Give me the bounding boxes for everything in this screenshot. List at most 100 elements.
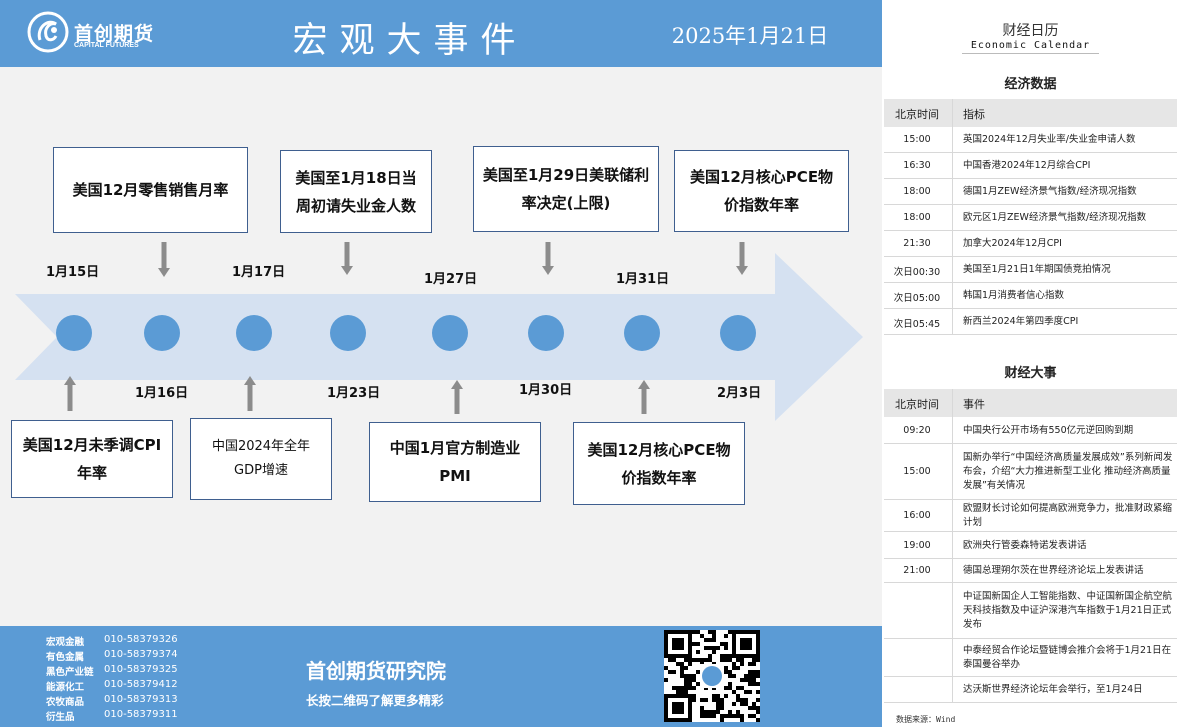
contact-phone: 010-58379326	[104, 634, 178, 645]
contact-label: 宏观金融	[46, 637, 85, 648]
column-divider	[952, 389, 953, 703]
event-box: 美国12月核心PCE物价指数年率	[573, 422, 745, 505]
contact-label: 农牧商品	[46, 697, 85, 708]
row-item: 中国央行公开市场有550亿元逆回购到期	[963, 424, 1134, 436]
timeline-date-label: 1月31日	[616, 272, 670, 287]
table-row: 中泰经贸合作论坛暨链博会推介会将于1月21日在泰国曼谷举办	[884, 639, 1177, 677]
row-item: 欧盟财长讨论如何提高欧洲竞争力，批准财政紧缩计划	[963, 503, 1173, 528]
timeline-date-label: 1月30日	[519, 383, 573, 398]
report-date: 2025年1月21日	[671, 24, 829, 48]
table-header: 北京时间 指标	[884, 99, 1177, 127]
row-time: 09:20	[903, 424, 931, 436]
institute-name: 首创期货研究院	[306, 659, 446, 683]
contact-item: 农牧商品 010-58379313	[46, 694, 178, 708]
contact-label: 衍生品	[46, 712, 75, 723]
row-item: 达沃斯世界经济论坛年会举行，至1月24日	[963, 684, 1143, 695]
timeline-date-label: 1月15日	[46, 265, 100, 280]
down-arrow-icon	[542, 242, 554, 275]
timeline-date-label: 1月27日	[424, 272, 478, 287]
up-arrow-icon	[638, 380, 650, 414]
event-box: 中国2024年全年GDP增速	[190, 418, 332, 500]
qr-caption: 长按二维码了解更多精彩	[306, 693, 444, 708]
logo-text-cn: 首创期货	[74, 23, 155, 45]
header-bar: 首创期货 CAPITAL FUTURES 宏观大事件 2025年1月21日	[0, 0, 882, 67]
contact-item: 衍生品 010-58379311	[46, 709, 178, 723]
row-time: 15:00	[903, 134, 931, 145]
contact-phone: 010-58379311	[104, 709, 178, 720]
row-item: 新西兰2024年第四季度CPI	[963, 316, 1079, 327]
table-row: 19:00 欧洲央行管委森特诺发表讲话	[884, 532, 1177, 559]
timeline-date-label: 2月3日	[717, 386, 762, 401]
left-panel: 首创期货 CAPITAL FUTURES 宏观大事件 2025年1月21日 1月…	[0, 0, 882, 727]
row-time: 19:00	[903, 539, 931, 551]
table-row: 09:20 中国央行公开市场有550亿元逆回购到期	[884, 417, 1177, 444]
row-item: 英国2024年12月失业率/失业金申请人数	[963, 134, 1136, 145]
event-box: 中国1月官方制造业PMI	[369, 422, 541, 502]
contact-phone: 010-58379313	[104, 694, 178, 705]
col-item-header: 事件	[963, 398, 985, 411]
table-row: 达沃斯世界经济论坛年会举行，至1月24日	[884, 677, 1177, 703]
row-time: 16:00	[903, 510, 931, 521]
contact-phone: 010-58379374	[104, 649, 178, 660]
timeline-date-label: 1月16日	[135, 386, 189, 401]
row-time: 次日05:45	[893, 319, 941, 330]
logo-text-en: CAPITAL FUTURES	[74, 42, 139, 49]
timeline-dot	[330, 315, 366, 351]
row-time: 次日00:30	[893, 267, 941, 278]
data-source: 数据来源：Wind	[896, 715, 956, 724]
row-item: 欧元区1月ZEW经济景气指数/经济现况指数	[963, 212, 1147, 223]
logo-icon	[27, 11, 69, 53]
contact-item: 有色金属 010-58379374	[46, 649, 178, 663]
row-item: 加拿大2024年12月CPI	[963, 238, 1062, 249]
table-row: 中证国新国企人工智能指数、中证国新国企航空航天科技指数及中证沪深港汽车指数于1月…	[884, 583, 1177, 639]
qr-code-icon[interactable]	[664, 630, 760, 722]
row-time: 15:00	[903, 466, 931, 477]
timeline-graphic	[15, 242, 863, 421]
col-item-header: 指标	[963, 108, 985, 121]
table-row: 16:00 欧盟财长讨论如何提高欧洲竞争力，批准财政紧缩计划	[884, 500, 1177, 532]
calendar-subtitle: Economic Calendar	[962, 40, 1099, 54]
timeline-date-label: 1月17日	[232, 265, 286, 280]
event-box: 美国12月零售销售月率	[53, 147, 248, 233]
column-divider	[952, 99, 953, 335]
table-row: 次日05:45 新西兰2024年第四季度CPI	[884, 309, 1177, 335]
timeline-dot	[528, 315, 564, 351]
timeline-dot	[56, 315, 92, 351]
economic-calendar-panel: 财经日历 Economic Calendar 经济数据 北京时间 指标 15:0…	[882, 0, 1179, 727]
contact-label: 黑色产业链	[46, 667, 94, 678]
events-section-title: 财经大事	[1004, 366, 1057, 381]
row-time: 21:00	[903, 565, 931, 576]
calendar-title: 财经日历	[1002, 23, 1059, 39]
timeline-dot	[624, 315, 660, 351]
timeline-dot	[720, 315, 756, 351]
row-item: 中国香港2024年12月综合CPI	[963, 160, 1091, 171]
contact-label: 有色金属	[46, 652, 85, 663]
event-box: 美国至1月29日美联储利率决定(上限)	[473, 146, 659, 232]
page-title: 宏观大事件	[292, 21, 528, 61]
row-item: 欧洲央行管委森特诺发表讲话	[963, 539, 1087, 551]
up-arrow-icon	[244, 376, 256, 411]
down-arrow-icon	[736, 242, 748, 275]
timeline-dot	[432, 315, 468, 351]
event-box: 美国12月核心PCE物价指数年率	[674, 150, 849, 232]
row-time: 18:00	[903, 212, 931, 223]
row-time: 21:30	[903, 238, 931, 249]
table-row: 15:00 英国2024年12月失业率/失业金申请人数	[884, 127, 1177, 153]
timeline-dot	[144, 315, 180, 351]
timeline-date-label: 1月23日	[327, 386, 381, 401]
up-arrow-icon	[451, 380, 463, 414]
down-arrow-icon	[158, 242, 170, 277]
event-box: 美国12月未季调CPI年率	[11, 420, 173, 498]
data-section-title: 经济数据	[1004, 77, 1057, 92]
row-time: 次日05:00	[893, 293, 941, 304]
contact-phone: 010-58379412	[104, 679, 178, 690]
company-logo: 首创期货 CAPITAL FUTURES	[26, 10, 166, 54]
